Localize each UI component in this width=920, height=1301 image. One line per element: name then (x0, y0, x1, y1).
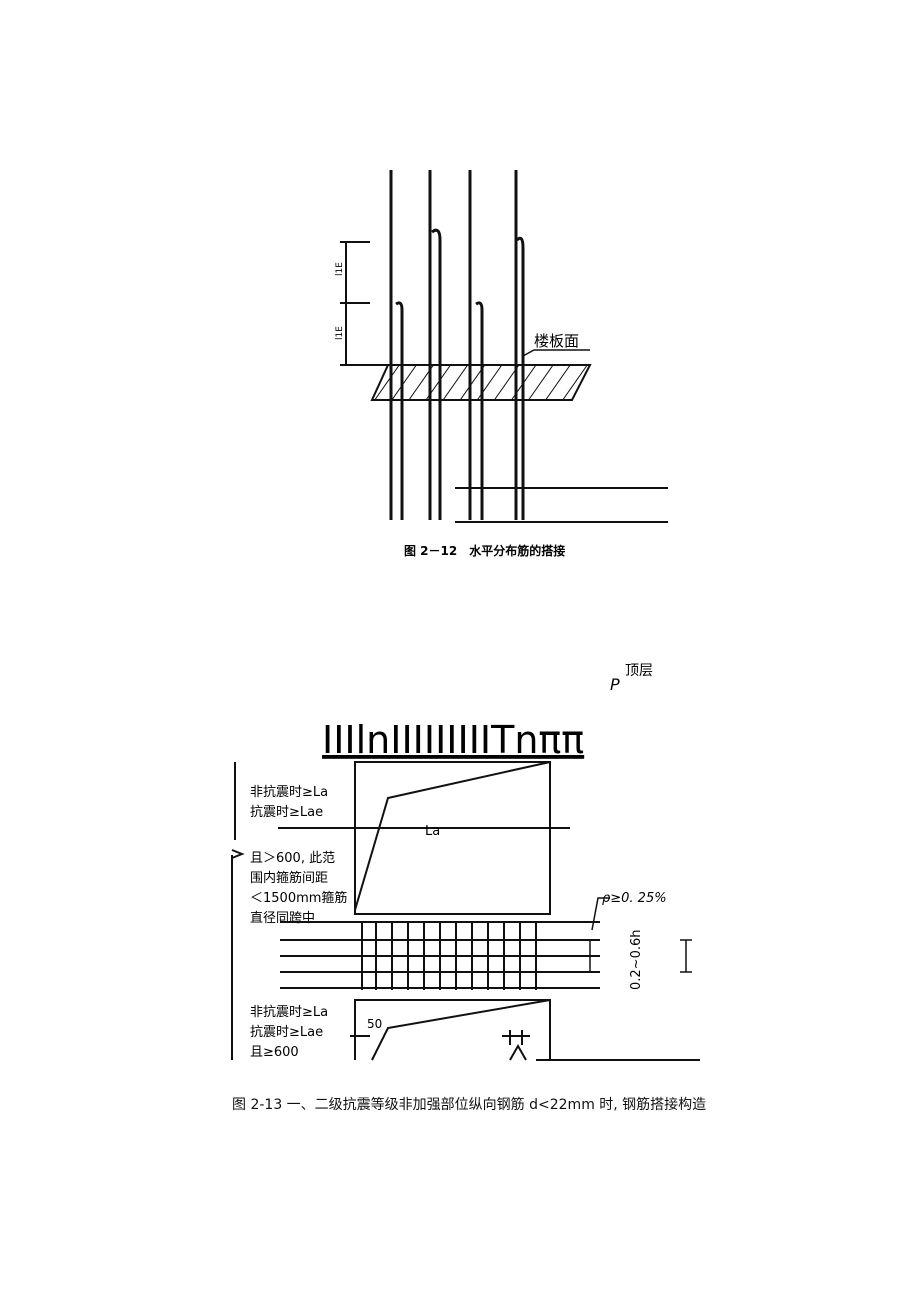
dim-label-lower: l1E (335, 326, 345, 340)
top-marker-p: P (610, 675, 620, 694)
top-floor-label: 顶层 (625, 663, 653, 679)
rebar-grid (280, 921, 600, 990)
lower-note-min: 且≥600 (250, 1045, 299, 1060)
figure-2-12-diagram: l1E l1E 楼板面 图 2－12 水平分布筋的搭接 (335, 170, 668, 558)
ground-lines (455, 487, 668, 523)
floor-label-leader (522, 349, 590, 357)
upper-splice-box (278, 761, 570, 915)
note-line-d: 直径同跨中 (250, 911, 315, 926)
dim-50-label: 50 (367, 1017, 382, 1031)
rho-label: ρ≥0. 25% (602, 891, 667, 906)
ocr-bar-text: IIIlnIIIIIIIIITnππ (322, 718, 584, 762)
note-line-a: 且＞600, 此范 (250, 851, 335, 866)
note-line-c: ＜1500mm箍筋 (250, 890, 347, 906)
lower-note-seismic: 抗震时≥Lae (250, 1025, 323, 1040)
la-label: La (425, 824, 440, 839)
upper-note-seismic: 抗震时≥Lae (250, 805, 323, 820)
left-bracket (231, 762, 245, 1060)
note-line-b: 围内箍筋间距 (250, 870, 328, 886)
vertical-rebars (389, 170, 525, 520)
figure-2-13-diagram: P 顶层 IIIlnIIIIIIIIITnππ 非抗震时≥La 抗震时≥Lae … (231, 663, 700, 1061)
floor-surface-label: 楼板面 (534, 332, 579, 350)
lower-splice-box (350, 999, 700, 1061)
rho-leader (591, 897, 610, 931)
figure-2-12-caption: 图 2－12 水平分布筋的搭接 (404, 543, 565, 558)
figure-2-13-caption: 图 2-13 一、二级抗震等级非加强部位纵向钢筋 d<22mm 时, 钢筋搭接构… (232, 1097, 707, 1113)
range-label: 0.2~0.6h (629, 930, 644, 990)
dim-label-upper: l1E (335, 262, 345, 276)
upper-note-nonseismic: 非抗震时≥La (250, 785, 328, 800)
dimension-lines (340, 241, 390, 366)
lower-note-nonseismic: 非抗震时≥La (250, 1005, 328, 1020)
range-dimension (584, 939, 692, 973)
